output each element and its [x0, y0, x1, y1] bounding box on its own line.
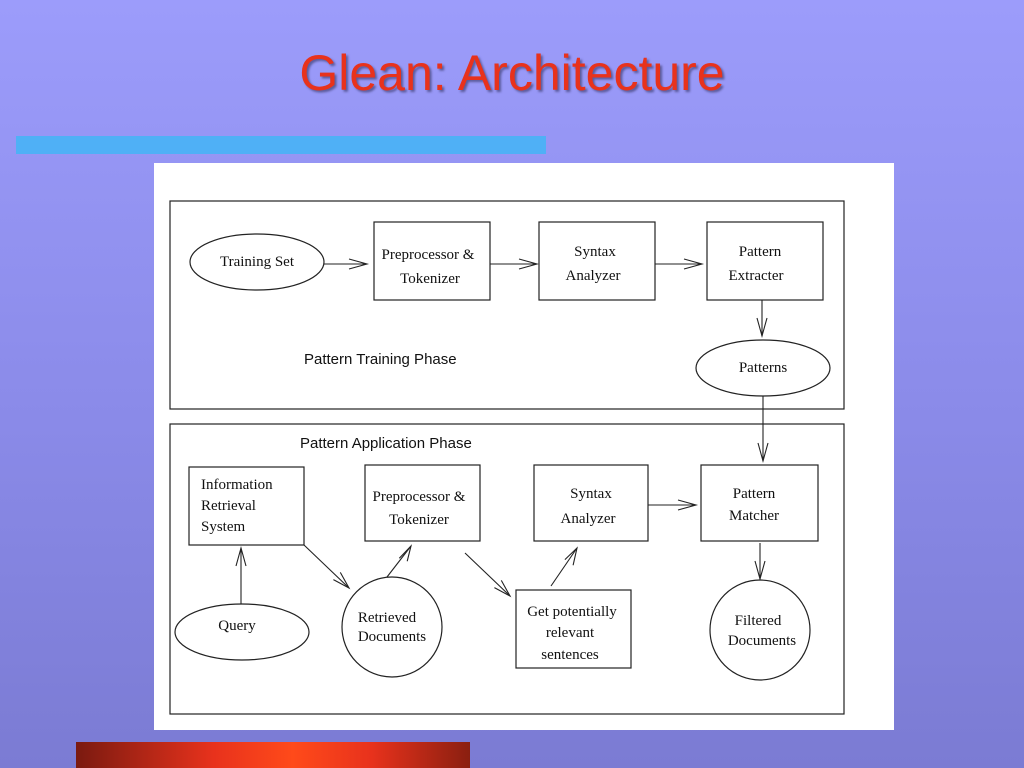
architecture-diagram: Pattern Training Phase Pattern Applicati… — [154, 163, 894, 730]
training-preprocessor-node: Preprocessor & Tokenizer — [373, 221, 491, 301]
application-syntax-label-1: Syntax — [570, 486, 612, 502]
edge-irs-to-retrieved — [303, 544, 351, 590]
application-phase-label: Pattern Application Phase — [300, 435, 472, 452]
title-underline-bar — [16, 136, 546, 154]
filtered-documents-node: Filtered Documents — [709, 579, 811, 681]
training-syntax-analyzer-node: Syntax Analyzer — [538, 221, 656, 301]
get-relevant-sentences-node: Get potentially relevant sentences — [515, 589, 632, 669]
edge-syntax-to-extracter — [655, 258, 705, 270]
sentences-label-1: Get potentially — [527, 604, 617, 620]
edge-sentences-to-syntax — [550, 546, 578, 587]
irs-label-2: Retrieval — [201, 498, 256, 514]
training-preprocessor-label-1: Preprocessor & — [382, 247, 475, 263]
retrieved-documents-node: Retrieved Documents — [341, 576, 443, 678]
application-syntax-label-2: Analyzer — [561, 511, 616, 527]
edge-retrieved-to-preprocessor — [386, 544, 413, 578]
edge-patterns-to-matcher — [757, 396, 769, 464]
pattern-extracter-label-1: Pattern — [739, 244, 782, 260]
information-retrieval-system-node: Information Retrieval System — [188, 466, 305, 546]
edge-preprocessor-to-syntax — [490, 258, 540, 270]
training-set-label: Training Set — [220, 254, 295, 270]
query-label: Query — [218, 618, 256, 634]
application-phase-frame — [169, 423, 845, 715]
sentences-label-3: sentences — [541, 647, 599, 663]
pattern-extracter-label-2: Extracter — [729, 268, 784, 284]
edge-extracter-to-patterns — [756, 300, 768, 339]
architecture-diagram-svg: Pattern Training Phase Pattern Applicati… — [169, 200, 845, 715]
pattern-extracter-node: Pattern Extracter — [706, 221, 824, 301]
training-preprocessor-label-2: Tokenizer — [400, 271, 460, 287]
patterns-node: Patterns — [695, 339, 831, 397]
edge-syntax-to-matcher — [648, 499, 699, 511]
training-syntax-label-2: Analyzer — [566, 268, 621, 284]
patterns-label: Patterns — [739, 360, 787, 376]
pattern-matcher-node: Pattern Matcher — [700, 464, 819, 542]
sentences-label-2: relevant — [546, 625, 595, 641]
slide-title: Glean: Architecture — [299, 45, 725, 101]
filtered-documents-label-1: Filtered — [735, 613, 782, 629]
application-syntax-analyzer-node: Syntax Analyzer — [533, 464, 649, 542]
retrieved-documents-label-1: Retrieved — [358, 610, 417, 626]
training-syntax-label-1: Syntax — [574, 244, 616, 260]
training-phase-frame — [169, 200, 845, 410]
footer-accent-bar — [76, 742, 470, 768]
filtered-documents-label-2: Documents — [728, 633, 796, 649]
query-node: Query — [174, 603, 310, 661]
edge-query-to-irs — [235, 545, 247, 604]
edge-matcher-to-filtered — [754, 543, 766, 582]
irs-label-3: System — [201, 519, 246, 535]
edge-preprocessor-to-sentences — [464, 552, 512, 598]
edge-training-set-to-preprocessor — [324, 258, 370, 270]
application-preprocessor-label-1: Preprocessor & — [373, 489, 466, 505]
pattern-matcher-label-2: Matcher — [729, 508, 779, 524]
training-set-node: Training Set — [189, 233, 325, 291]
application-preprocessor-node: Preprocessor & Tokenizer — [364, 464, 481, 542]
retrieved-documents-label-2: Documents — [358, 629, 426, 645]
application-preprocessor-label-2: Tokenizer — [389, 512, 449, 528]
training-phase-label: Pattern Training Phase — [304, 351, 457, 368]
pattern-matcher-label-1: Pattern — [733, 486, 776, 502]
irs-label-1: Information — [201, 477, 273, 493]
